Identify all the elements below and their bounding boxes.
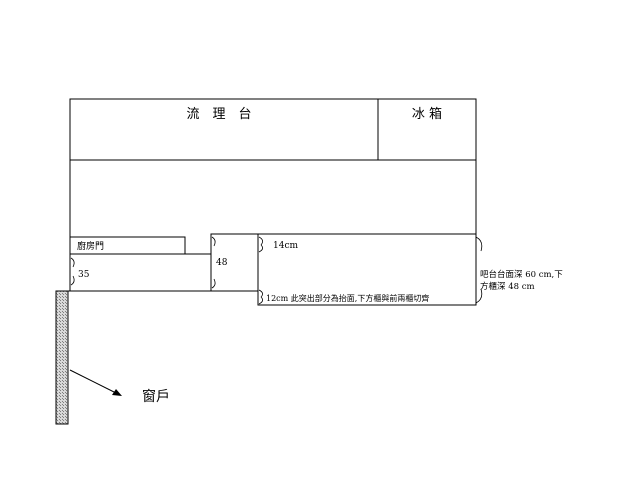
window-arrow (69, 369, 122, 396)
lower-cabinet (69, 253, 212, 292)
bracket-12cm (258, 289, 263, 305)
bar-depth-note-line2: 方櫃深 48 cm (480, 281, 535, 292)
bar-depth-brace (475, 236, 483, 304)
bracket-14cm (258, 236, 263, 253)
bracket-35 (70, 257, 75, 286)
room-outline (69, 98, 477, 290)
bar-counter (257, 233, 477, 306)
window-wall (55, 290, 69, 425)
note-12cm: 12cm 此突出部分為抬面,下方櫃與前兩櫃切齊 (266, 293, 429, 303)
kitchen-door-label: 廚房門 (77, 240, 104, 252)
window-label: 窗戶 (142, 388, 170, 405)
dimension-48: 48 (216, 258, 228, 268)
dimension-14cm: 14cm (273, 241, 298, 251)
dimension-35: 35 (78, 270, 90, 280)
bar-depth-note-line1: 吧台台面深 60 cm,下 (480, 269, 563, 280)
fridge-label: 冰 箱 (412, 106, 442, 122)
fridge-region (377, 98, 477, 161)
counter-label: 流 理 台 (186, 107, 251, 122)
bracket-48 (211, 236, 216, 289)
